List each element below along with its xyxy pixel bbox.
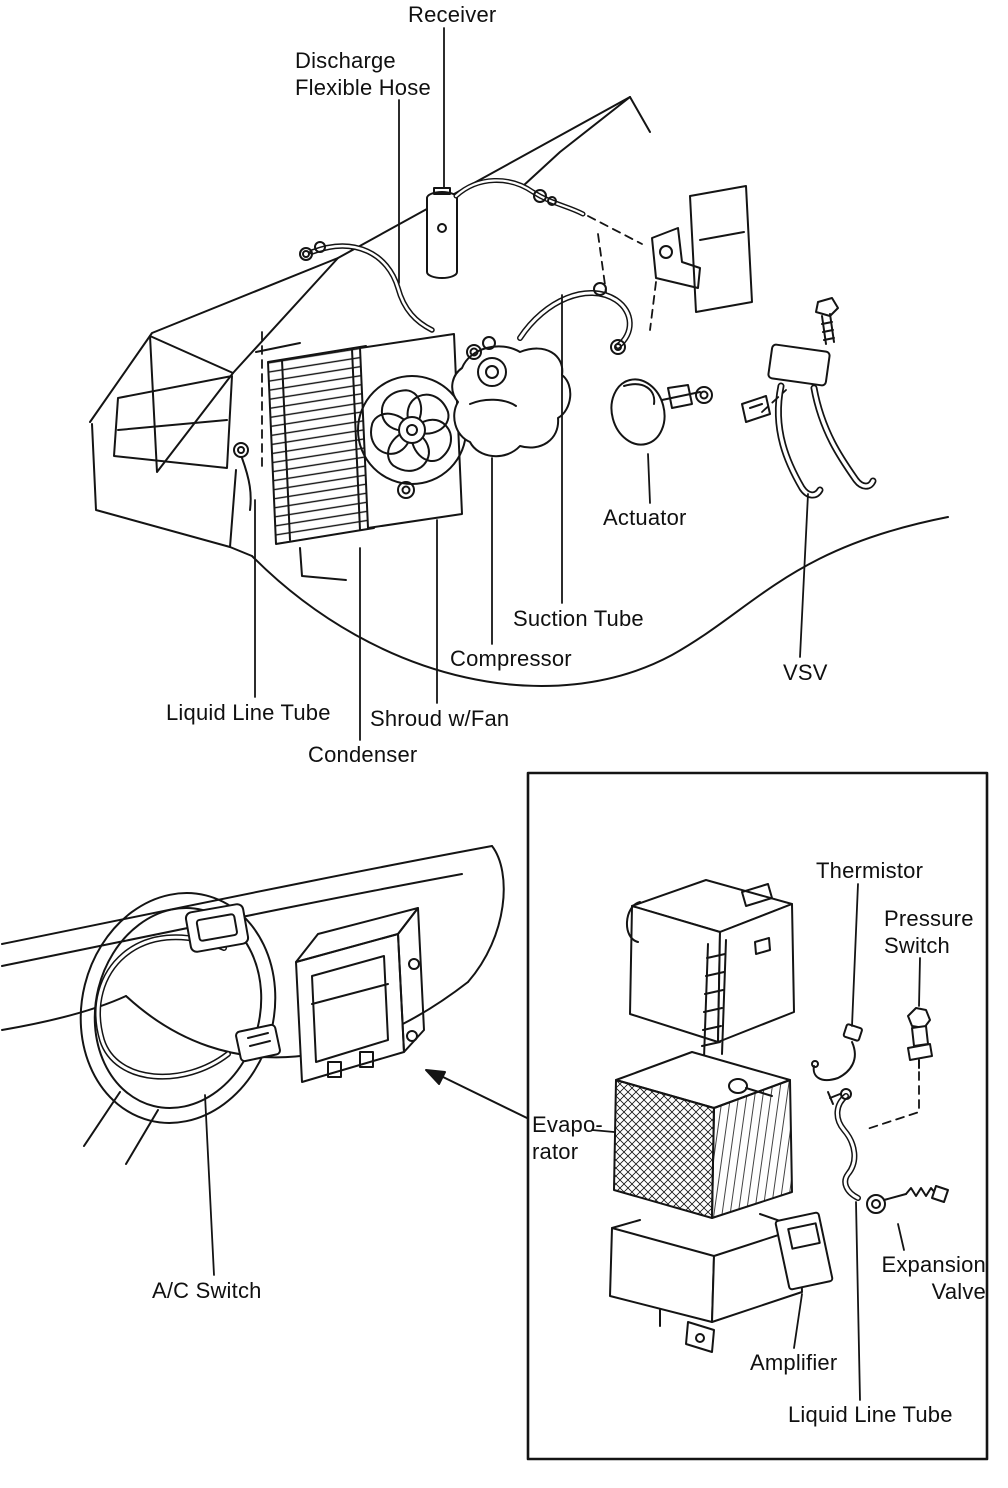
liquid-line-tube-drawing [827,1088,861,1201]
label-discharge-flexible-hose: Discharge Flexible Hose [295,48,431,100]
label-expansion-valve: Expansion Valve [881,1252,986,1304]
thermistor-drawing [811,1023,863,1082]
label-suction-tube: Suction Tube [513,606,644,631]
expansion-valve-drawing [866,1185,949,1214]
dashboard-drawing [1,845,505,1059]
condenser-drawing [233,342,375,581]
evaporator-lower-case-drawing [609,1213,803,1353]
evaporator-core-drawing [613,1051,793,1219]
car-body-outline [89,96,949,687]
label-receiver: Receiver [408,2,497,27]
receiver-drawing [426,187,458,279]
evaporator-upper-case-drawing [625,879,795,1059]
vsv-drawing [741,343,877,499]
label-evaporator: Evapo- rator [532,1112,603,1164]
assembly-dashed-lines [261,215,787,469]
label-liquid-line-tube: Liquid Line Tube [166,700,331,725]
label-shroud-w-fan: Shroud w/Fan [370,706,510,731]
inset-border [526,771,989,1461]
label-ac-switch: A/C Switch [152,1278,262,1303]
mounting-bracket-drawing [651,227,701,289]
actuator-drawing [610,378,713,446]
bolt-drawing [815,297,839,345]
amplifier-drawing [774,1211,834,1291]
label-pressure-switch: Pressure Switch [884,906,974,958]
discharge-hose-drawing [299,241,435,333]
label-liquid-line-tube-inset: Liquid Line Tube [788,1402,953,1427]
ac-switch-drawing [95,903,281,1080]
steering-wheel-drawing [79,892,277,1165]
pressure-switch-drawing [863,1007,933,1131]
inset-pointer-arrow [425,1069,528,1119]
label-thermistor: Thermistor [816,858,924,883]
label-condenser: Condenser [308,742,418,767]
fan-shroud-drawing [357,333,467,529]
heater-unit-drawing [295,907,425,1083]
label-vsv: VSV [783,660,828,685]
suction-tube-drawing [517,282,633,355]
compressor-drawing [451,336,572,458]
label-actuator: Actuator [603,505,687,530]
label-amplifier: Amplifier [750,1350,838,1375]
leader-lines [204,27,921,1401]
label-compressor: Compressor [450,646,572,671]
receiver-outlet-pipe-drawing [453,178,586,217]
